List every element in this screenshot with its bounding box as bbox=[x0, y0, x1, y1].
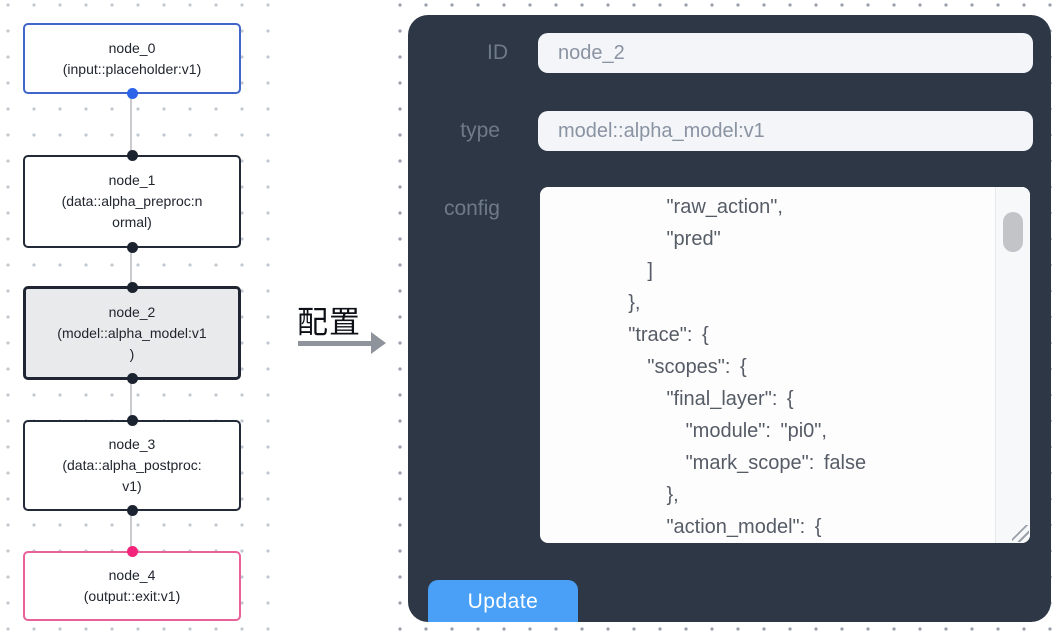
right-arrow-head-icon bbox=[371, 332, 386, 354]
resize-handle-icon[interactable] bbox=[1012, 525, 1029, 542]
node-node_1[interactable]: node_1 (data::alpha_preproc:n ormal) bbox=[23, 150, 241, 253]
node_0-output-port-dot[interactable] bbox=[126, 88, 138, 99]
node-node_3[interactable]: node_3 (data::alpha_postproc: v1) bbox=[23, 415, 241, 516]
edge-node_3-node_4 bbox=[130, 511, 132, 551]
node-node_3-label: node_3 (data::alpha_postproc: v1) bbox=[62, 436, 202, 494]
node_2-input-port-dot[interactable] bbox=[126, 282, 138, 293]
edge-node_0-node_1 bbox=[130, 94, 132, 155]
node_4-input-port-dot[interactable] bbox=[126, 546, 138, 557]
node-node_4[interactable]: node_4 (output::exit:v1) bbox=[23, 546, 241, 621]
id-input[interactable] bbox=[538, 33, 1033, 73]
id-field-label: ID bbox=[487, 41, 508, 64]
node-node_2-selected[interactable]: node_2 (model::alpha_model:v1 ) bbox=[23, 282, 241, 384]
config-field-label: config bbox=[443, 197, 500, 220]
node-node_0[interactable]: node_0 (input::placeholder:v1) bbox=[23, 23, 241, 99]
edge-node_1-node_2 bbox=[130, 248, 132, 286]
type-field-label: type bbox=[460, 119, 500, 142]
node-node_4-label: node_4 (output::exit:v1) bbox=[83, 567, 181, 604]
edge-node_2-node_3 bbox=[130, 380, 132, 420]
node-node_0-label: node_0 (input::placeholder:v1) bbox=[62, 39, 202, 77]
config-textarea[interactable]: "raw_action", "pred" ] }, "trace": { "sc… bbox=[540, 187, 1030, 543]
configure-transition-label: 配置 bbox=[297, 305, 361, 340]
node_1-input-port-dot[interactable] bbox=[126, 150, 138, 161]
node_2-output-port-dot[interactable] bbox=[126, 373, 138, 384]
config-json-text: "raw_action", "pred" ] }, "trace": { "sc… bbox=[628, 196, 867, 538]
scrollbar-track[interactable] bbox=[995, 187, 1030, 543]
node-node_1-label: node_1 (data::alpha_preproc:n ormal) bbox=[61, 172, 203, 230]
node_3-output-port-dot[interactable] bbox=[126, 505, 138, 516]
update-button[interactable]: Update bbox=[428, 580, 578, 622]
node-config-panel: ID type config "raw_action", "pred" ] },… bbox=[408, 15, 1051, 622]
node_3-input-port-dot[interactable] bbox=[126, 415, 138, 426]
node-node_2-label: node_2 (model::alpha_model:v1 ) bbox=[57, 303, 207, 362]
type-input[interactable] bbox=[538, 111, 1033, 151]
scrollbar-thumb[interactable] bbox=[1003, 212, 1023, 252]
right-arrow-icon bbox=[298, 341, 373, 346]
node_1-output-port-dot[interactable] bbox=[126, 242, 138, 253]
